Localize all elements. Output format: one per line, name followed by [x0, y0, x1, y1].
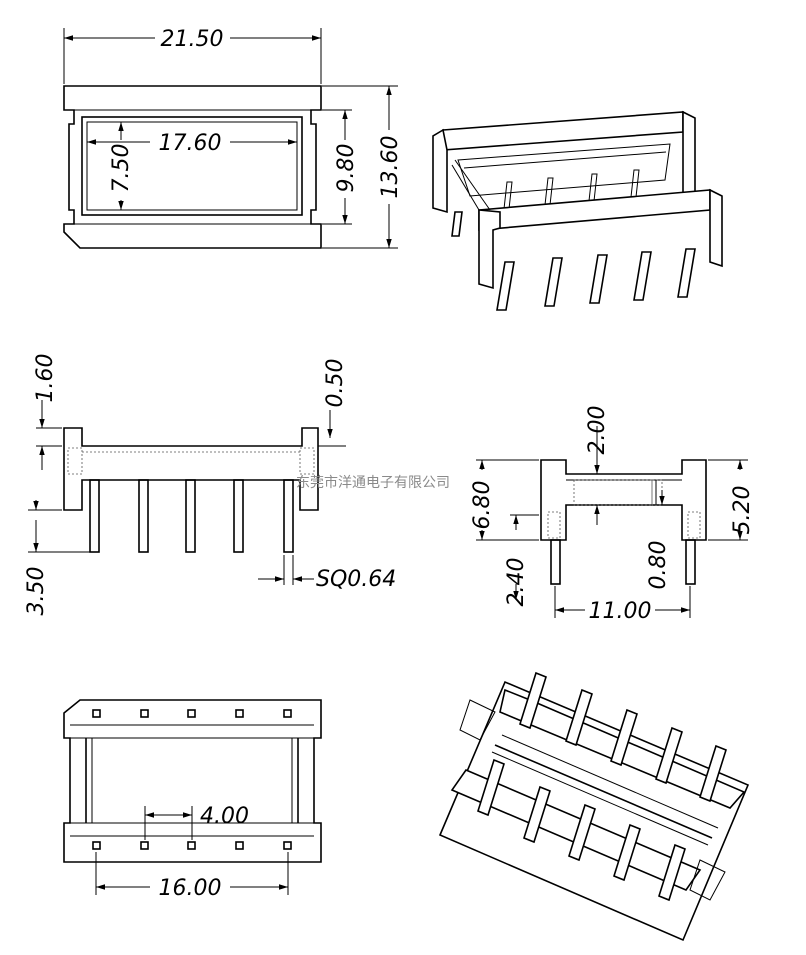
- dim-row-spacing: 11.00: [589, 599, 652, 624]
- top-view: 21.50 17.60 7.50 9.80 13.60: [63, 27, 403, 249]
- dim-wall-thickness: 0.80: [646, 541, 671, 590]
- company-watermark: 东莞市洋通电子有限公司: [296, 474, 450, 491]
- dim-pin-length: 3.50: [24, 567, 49, 616]
- dim-overall-height: 13.60: [378, 136, 403, 199]
- dim-pin-offset: 2.40: [504, 558, 529, 607]
- front-view: 1.60 0.50 3.50 SQ0.64: [24, 354, 396, 616]
- bottom-view: 4.00 16.00: [63, 699, 322, 901]
- dim-pin-pitch: 4.00: [200, 804, 249, 829]
- dim-wall-offset: 0.50: [323, 359, 348, 408]
- dim-body-height: 6.80: [470, 481, 495, 530]
- dim-pin-span: 16.00: [159, 876, 222, 901]
- dim-flange-height: 1.60: [33, 354, 58, 403]
- dim-overall-width: 21.50: [161, 27, 224, 52]
- side-view: 2.00 6.80 2.40 0.80 5.20 11.00: [470, 406, 755, 624]
- dim-slot-depth: 2.00: [585, 406, 610, 455]
- isometric-view-bottom: [438, 671, 750, 942]
- dim-side-height: 5.20: [730, 486, 755, 535]
- dim-inner-width: 17.60: [159, 131, 222, 156]
- dim-pin-size: SQ0.64: [316, 567, 396, 592]
- dim-inner-height: 7.50: [109, 144, 134, 193]
- dim-slot-height: 9.80: [334, 144, 359, 193]
- isometric-view-top: [432, 110, 723, 311]
